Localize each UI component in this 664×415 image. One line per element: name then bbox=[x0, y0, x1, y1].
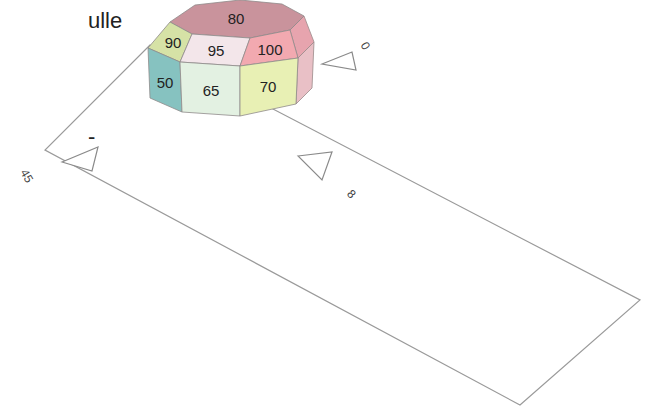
face-number: 50 bbox=[157, 75, 174, 90]
camera-angle-label: 0 bbox=[358, 40, 372, 52]
prism-face: 70 bbox=[240, 58, 298, 116]
face-polygon bbox=[180, 62, 240, 116]
face-number: 90 bbox=[165, 35, 182, 50]
slide-text: - bbox=[88, 126, 95, 148]
prism-face: 50 bbox=[148, 48, 182, 112]
camera-symbol bbox=[322, 52, 356, 70]
prism-face bbox=[296, 42, 314, 104]
face-number: 65 bbox=[203, 83, 220, 98]
camera-symbol bbox=[298, 152, 332, 180]
camera-angle-label: 45 bbox=[18, 167, 35, 185]
face-number: 100 bbox=[257, 42, 282, 57]
face-polygon bbox=[240, 58, 298, 116]
face-number: 95 bbox=[208, 43, 225, 58]
camera-symbol bbox=[62, 147, 98, 171]
ground-rectangle bbox=[45, 45, 640, 405]
face-number: 70 bbox=[260, 79, 277, 94]
face-polygon bbox=[180, 34, 250, 66]
face-number: 80 bbox=[228, 11, 245, 26]
prism-face: 65 bbox=[180, 62, 240, 116]
camera-angle-label: 8 bbox=[345, 187, 358, 200]
face-polygon bbox=[148, 48, 182, 112]
slide-text: ulle bbox=[88, 10, 122, 32]
prism-face: 95 bbox=[180, 34, 250, 66]
